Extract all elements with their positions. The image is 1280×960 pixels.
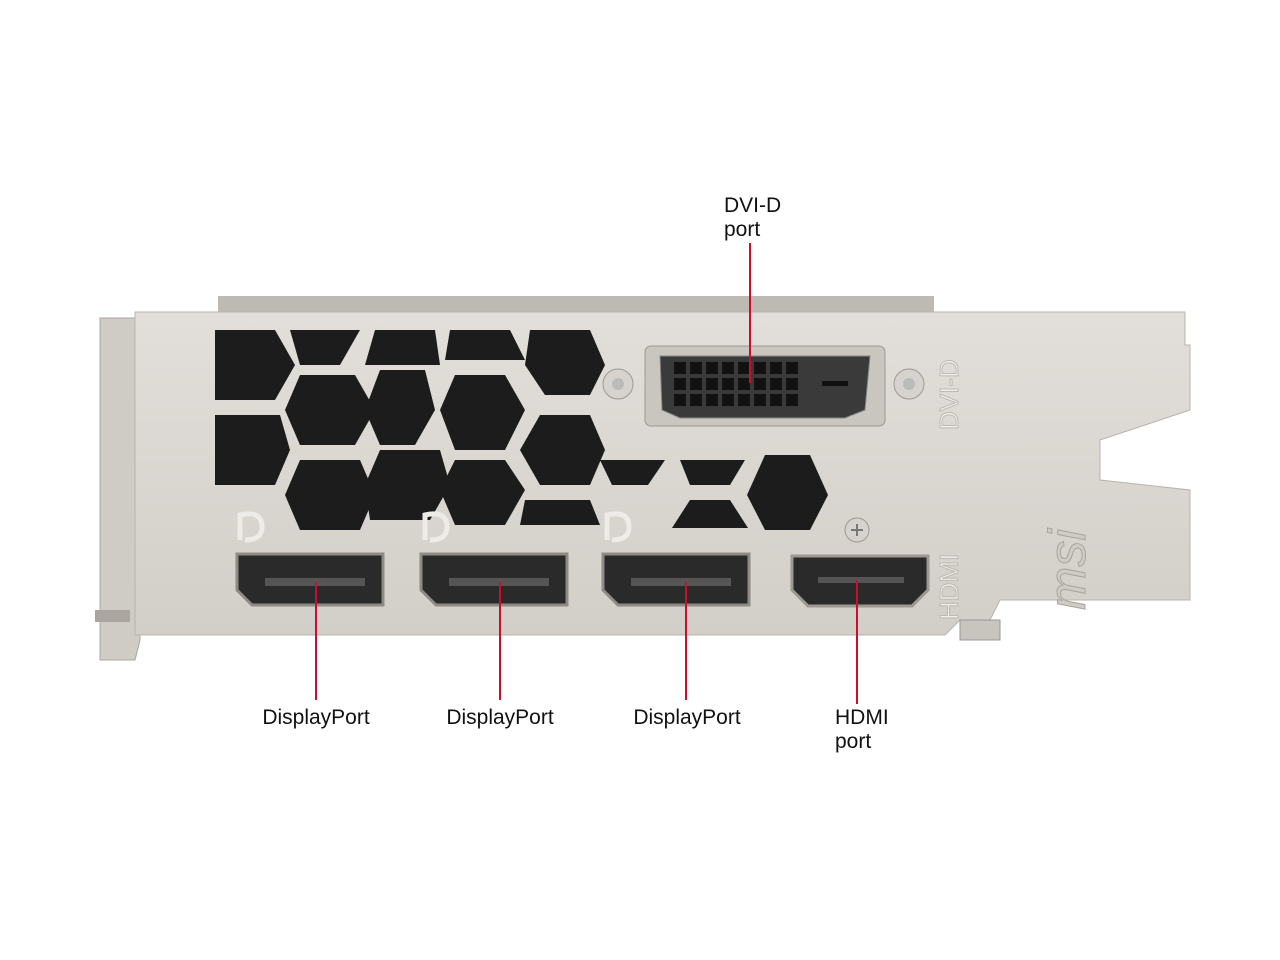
bracket-tab (959, 619, 1001, 641)
hdmi-label: HDMI port (835, 706, 889, 754)
bracket-top-edge (218, 296, 934, 312)
displayport-3-label: DisplayPort (633, 706, 741, 729)
bracket-left-flange (99, 317, 141, 661)
hdmi-marking: HDMI (934, 554, 964, 620)
dvi-d-label: DVI-D port (724, 194, 781, 242)
dvi-d-port (602, 345, 925, 427)
displayport-1-label: DisplayPort (262, 706, 370, 729)
msi-logo: msi (1039, 528, 1097, 610)
hdmi-label-line2: port (835, 730, 872, 753)
bracket-tab (95, 610, 130, 622)
ventilation-holes (215, 330, 828, 530)
dvi-d-label-line1: DVI-D (724, 194, 782, 217)
leader-lines (315, 243, 858, 704)
dvi-d-label-line2: port (724, 218, 761, 241)
dvi-marking: DVI-D (934, 359, 964, 430)
hdmi-label-line1: HDMI (835, 706, 889, 729)
hdmi-port (790, 517, 930, 608)
displayport-3 (601, 511, 751, 607)
displayport-2-label: DisplayPort (446, 706, 554, 729)
